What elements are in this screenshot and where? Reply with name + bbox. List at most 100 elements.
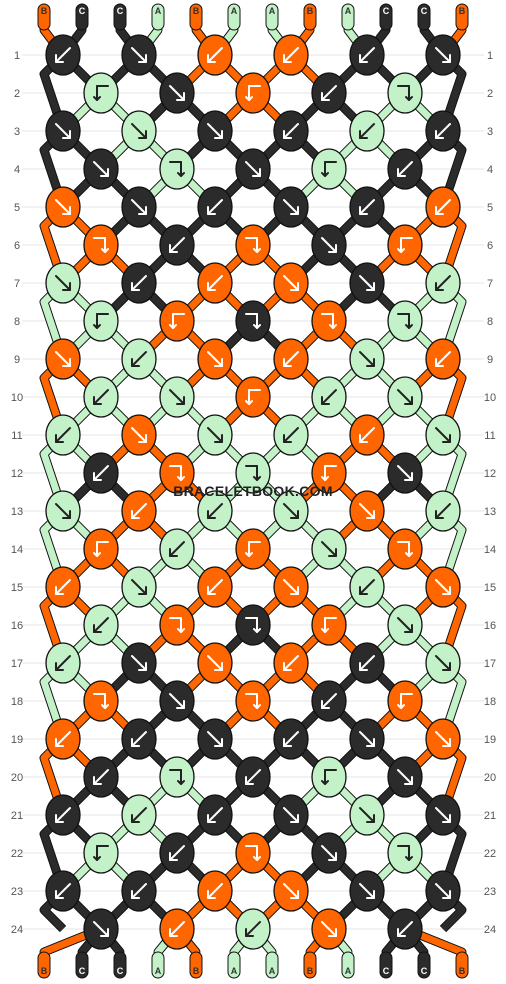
knot — [159, 832, 195, 874]
knot — [425, 870, 461, 912]
knot — [159, 604, 195, 646]
knot-arrow-icon — [245, 96, 253, 101]
knot-arrow-icon — [283, 123, 299, 139]
knot — [159, 148, 195, 190]
knot — [387, 604, 423, 646]
knot-arrow-icon — [207, 54, 216, 63]
knot — [235, 528, 271, 570]
knot — [197, 338, 233, 380]
strand-letter: B — [41, 6, 48, 16]
knot-arrow-icon — [131, 807, 147, 823]
knot — [311, 528, 347, 570]
row-number-right: 14 — [484, 544, 496, 556]
strand-letter: B — [307, 6, 314, 16]
knot-arrow-icon — [214, 130, 223, 139]
knot-arrow-icon — [366, 358, 375, 367]
knot-arrow-icon — [169, 244, 178, 253]
knot-body — [83, 680, 119, 722]
knot — [349, 566, 385, 608]
knot — [387, 452, 423, 494]
knot-arrow-icon — [169, 548, 178, 557]
knot — [197, 490, 233, 532]
knot — [425, 262, 461, 304]
knot-arrow-icon — [245, 769, 261, 785]
knot — [45, 794, 81, 836]
strand-letter: C — [421, 6, 428, 16]
knot-arrow-icon — [207, 351, 223, 367]
knot-arrow-icon — [62, 206, 71, 215]
strand-letter: A — [155, 6, 162, 16]
knot — [425, 34, 461, 76]
knot-arrow-icon — [397, 389, 413, 405]
knot-arrow-icon — [435, 282, 444, 291]
knot — [349, 34, 385, 76]
strand-letter: C — [79, 6, 86, 16]
knot — [45, 718, 81, 760]
knot-arrow-icon — [397, 769, 413, 785]
knot — [45, 414, 81, 456]
knot — [121, 262, 157, 304]
knot-arrow-icon — [55, 47, 71, 63]
knot-arrow-icon — [131, 47, 147, 63]
bottom-strand-end — [151, 951, 165, 979]
row-number-left: 9 — [14, 354, 20, 366]
row-number-left: 21 — [11, 810, 23, 822]
knot-arrow-icon — [100, 168, 109, 177]
knot-arrow-icon — [131, 655, 147, 671]
knot-arrow-icon — [138, 662, 147, 671]
knot-arrow-icon — [435, 807, 451, 823]
knot-arrow-icon — [435, 206, 444, 215]
knot-arrow-icon — [328, 852, 337, 861]
knot — [45, 186, 81, 228]
knot-arrow-icon — [55, 738, 64, 747]
row-number-right: 23 — [484, 886, 496, 898]
knot-arrow-icon — [435, 123, 451, 139]
bottom-strand-end — [341, 951, 355, 979]
knot — [83, 224, 119, 266]
knot-arrow-icon — [245, 928, 254, 937]
row-number-left: 4 — [14, 164, 20, 176]
knot — [349, 186, 385, 228]
knot-arrow-icon — [283, 130, 292, 139]
knot — [197, 566, 233, 608]
row-number-left: 15 — [11, 582, 23, 594]
knot — [425, 186, 461, 228]
knot-arrow-icon — [131, 738, 140, 747]
knot — [197, 34, 233, 76]
strand-letter: A — [269, 966, 276, 976]
knot-arrow-icon — [245, 161, 261, 177]
knot — [45, 870, 81, 912]
knot-arrow-icon — [55, 351, 71, 367]
strand-letter: B — [459, 6, 466, 16]
knot — [349, 262, 385, 304]
knot — [159, 680, 195, 722]
knot-arrow-icon — [214, 434, 223, 443]
strand-letter: B — [193, 966, 200, 976]
knot-body — [235, 72, 271, 114]
strand-letter: A — [269, 6, 276, 16]
bottom-strand-end — [265, 951, 279, 979]
row-number-left: 17 — [11, 658, 23, 670]
knot-arrow-icon — [169, 541, 185, 557]
row-number-right: 8 — [487, 316, 493, 328]
knot-arrow-icon — [283, 427, 299, 443]
top-strand-end — [341, 3, 355, 31]
knot — [83, 376, 119, 418]
knot — [273, 186, 309, 228]
knot-arrow-icon — [131, 427, 147, 443]
knot-arrow-icon — [253, 476, 261, 481]
row-number-right: 22 — [484, 848, 496, 860]
knot-arrow-icon — [93, 472, 102, 481]
knot-arrow-icon — [321, 172, 329, 177]
bottom-strand-end — [37, 951, 51, 979]
row-number-left: 24 — [11, 924, 23, 936]
knot-body — [311, 148, 347, 190]
knot-arrow-icon — [245, 552, 253, 557]
knot-arrow-icon — [207, 883, 223, 899]
knot-body — [83, 72, 119, 114]
knot — [425, 110, 461, 152]
strand-letter: C — [383, 966, 390, 976]
row-number-left: 23 — [11, 886, 23, 898]
knot-arrow-icon — [359, 731, 375, 747]
knot-arrow-icon — [359, 199, 375, 215]
